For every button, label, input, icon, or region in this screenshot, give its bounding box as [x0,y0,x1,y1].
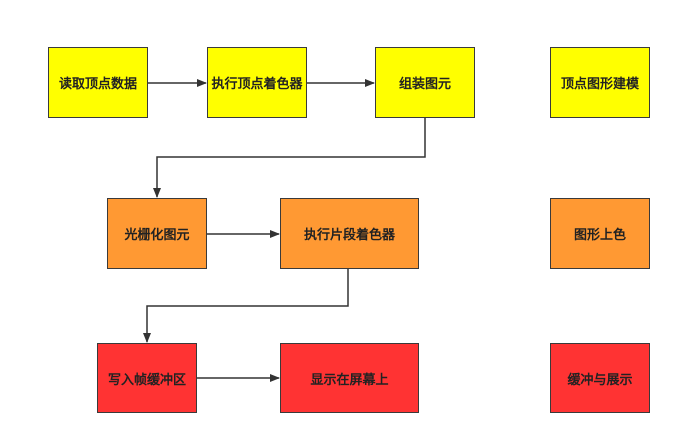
node-write-framebuffer: 写入帧缓冲区 [97,343,197,413]
node-display-on-screen: 显示在屏幕上 [280,343,419,413]
legend-label: 缓冲与展示 [567,372,633,388]
node-rasterize-primitive: 光栅化图元 [107,198,207,269]
legend-buffer-display: 缓冲与展示 [550,343,650,413]
node-label: 执行顶点着色器 [211,77,303,92]
node-label: 读取顶点数据 [58,77,137,92]
node-label: 执行片段着色器 [303,228,395,243]
node-label: 写入帧缓冲区 [107,372,186,388]
arrow-fragment-shader-to-framebuffer [143,269,349,343]
node-fragment-shader: 执行片段着色器 [280,198,419,269]
node-assemble-primitive: 组装图元 [375,47,475,118]
node-read-vertex-data: 读取顶点数据 [48,47,148,118]
node-label: 组装图元 [398,77,451,92]
legend-label: 图形上色 [573,228,626,243]
legend-vertex-modeling: 顶点图形建模 [550,47,650,118]
node-label: 光栅化图元 [124,228,190,243]
node-label: 显示在屏幕上 [310,372,389,388]
arrow-assemble-to-rasterize [153,118,426,198]
legend-label: 顶点图形建模 [560,77,639,92]
legend-shape-coloring: 图形上色 [550,198,650,269]
node-vertex-shader: 执行顶点着色器 [207,47,307,118]
